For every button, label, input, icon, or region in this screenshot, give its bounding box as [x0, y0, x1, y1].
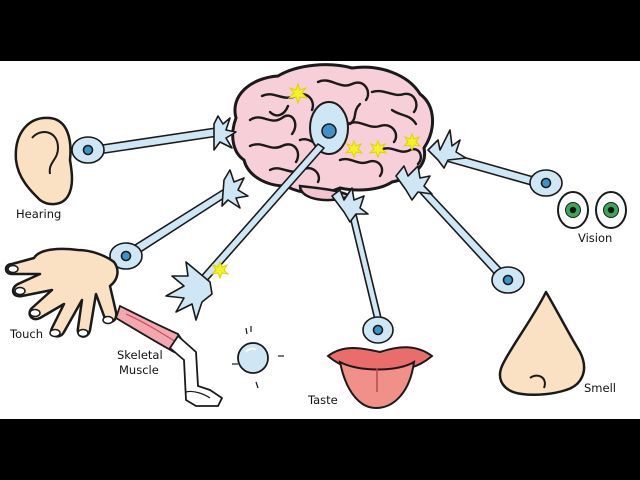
label-smell: Smell: [584, 381, 616, 395]
label-vision: Vision: [578, 231, 612, 245]
label-hearing: Hearing: [16, 207, 61, 221]
label-muscle: Muscle: [119, 363, 159, 377]
label-skeletal: Skeletal: [117, 348, 163, 362]
label-taste: Taste: [307, 393, 338, 407]
label-touch: Touch: [9, 327, 43, 341]
